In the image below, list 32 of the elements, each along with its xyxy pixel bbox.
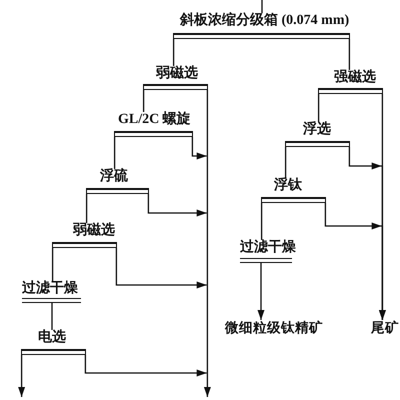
unit-label: 电选 (38, 330, 66, 345)
flow-line (348, 39, 350, 70)
flow-arrow (324, 203, 386, 320)
product-label: 微细粒级钛精矿 (225, 320, 323, 335)
unit-label: 浮钛 (274, 178, 302, 193)
flow-arrow (18, 355, 26, 397)
flow-line (284, 147, 286, 178)
flow-arrow (148, 194, 207, 216)
flow-arrow (192, 137, 207, 160)
unit-label: GL/2C 螺旋 (118, 112, 191, 127)
flow-line (86, 194, 88, 223)
unit-label: 过滤干燥 (240, 240, 296, 255)
flow-line (260, 203, 262, 240)
flow-arrow (84, 355, 207, 376)
unit-label: 浮选 (303, 122, 331, 137)
flow-arrow (116, 248, 207, 288)
flow-line (318, 94, 320, 122)
flow-arrow (204, 90, 211, 397)
flow-line (142, 90, 144, 112)
flow-line (261, 0, 263, 13)
unit-label: 斜板浓缩分级箱 (0.074 mm) (180, 13, 350, 28)
flow-line (52, 248, 54, 281)
flow-line (114, 137, 116, 169)
flow-line (51, 303, 53, 330)
unit-label: 强磁选 (334, 70, 376, 85)
unit-label: 过滤干燥 (22, 281, 78, 296)
flow-line (172, 39, 174, 66)
unit-label: 弱磁选 (73, 223, 115, 238)
unit-label: 浮硫 (100, 169, 128, 184)
unit-label: 弱磁选 (156, 66, 198, 81)
product-label: 尾矿 (371, 320, 399, 335)
flow-arrow (258, 263, 264, 320)
